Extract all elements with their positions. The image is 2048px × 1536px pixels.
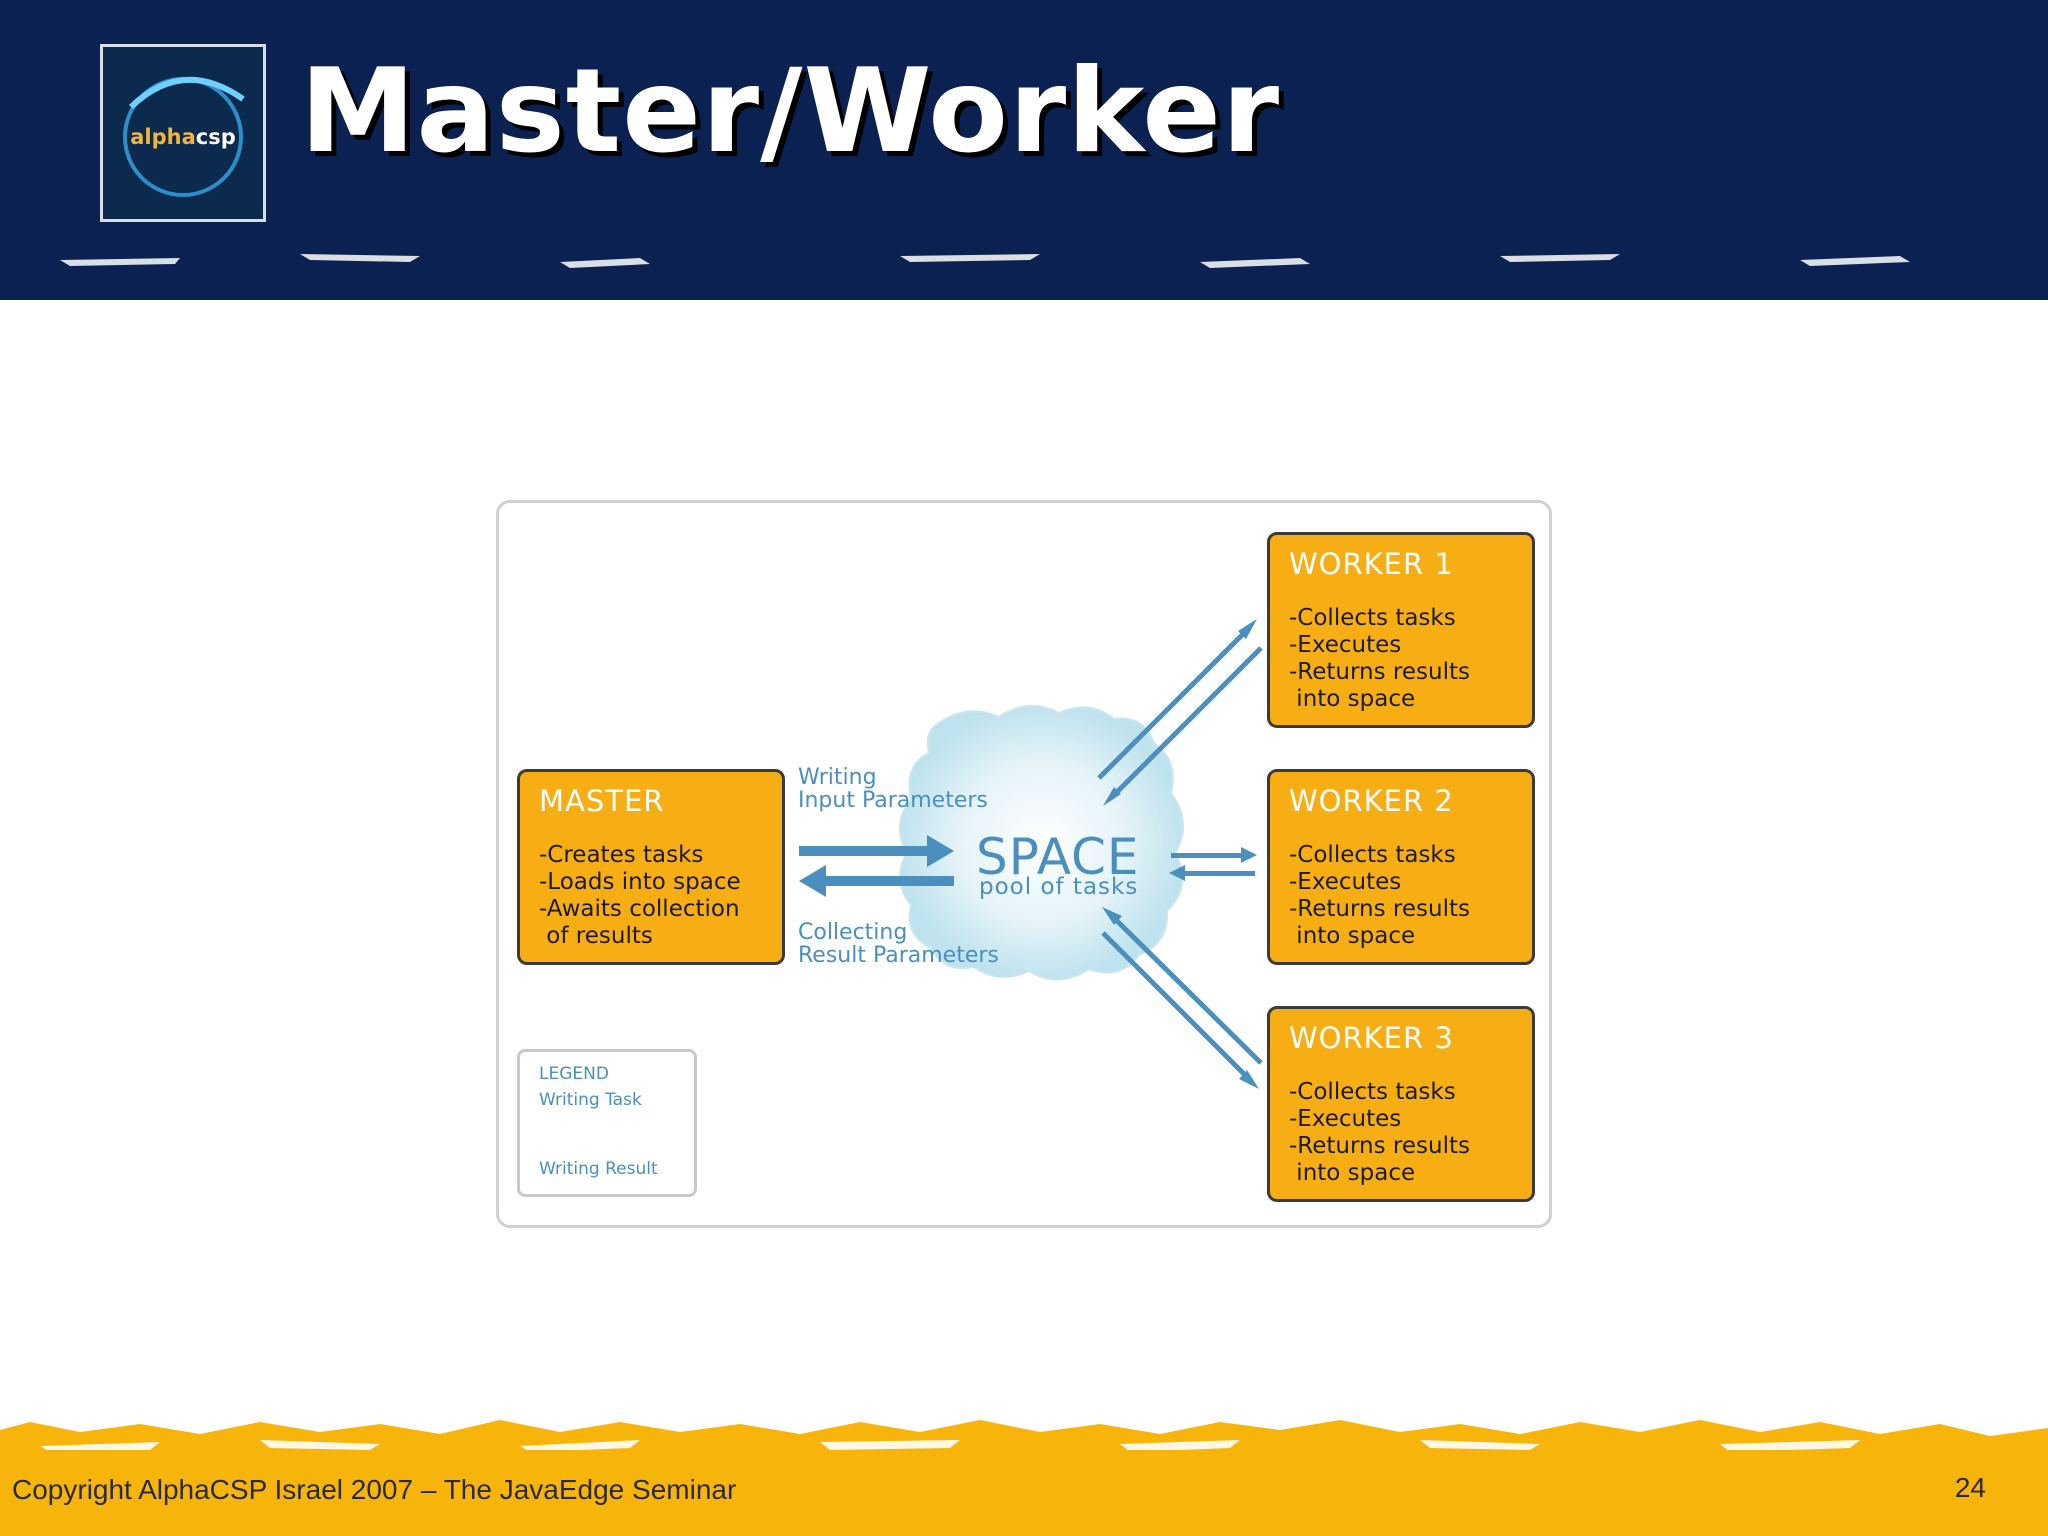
master-space-arrows <box>799 835 954 897</box>
legend-result-label: Writing Result <box>539 1159 658 1179</box>
svg-text:alphacsp: alphacsp <box>130 125 236 149</box>
copyright-text: Copyright AlphaCSP Israel 2007 – The Jav… <box>12 1474 737 1505</box>
worker-2-box: WORKER 2 -Collects tasks -Executes -Retu… <box>1267 769 1535 965</box>
worker-1-title: WORKER 1 <box>1289 547 1454 581</box>
worker-2-title: WORKER 2 <box>1289 784 1454 818</box>
master-box: MASTER -Creates tasks -Loads into space … <box>517 769 785 965</box>
space-worker2-arrows <box>1169 847 1257 881</box>
space-title: SPACE <box>976 828 1140 886</box>
logo-graphic: alphacsp <box>103 47 263 219</box>
space-subtitle: pool of tasks <box>979 874 1139 900</box>
worker-2-duties: -Collects tasks -Executes -Returns resul… <box>1289 842 1470 949</box>
collecting-result-label: Collecting Result Parameters <box>798 920 999 968</box>
worker-1-duties: -Collects tasks -Executes -Returns resul… <box>1289 605 1470 712</box>
diagram-graphics <box>537 619 1263 1155</box>
space-worker1-arrows <box>1097 619 1263 806</box>
worker-3-duties: -Collects tasks -Executes -Returns resul… <box>1289 1079 1470 1186</box>
worker-1-box: WORKER 1 -Collects tasks -Executes -Retu… <box>1267 532 1535 728</box>
logo-text-alpha: alpha <box>130 125 196 149</box>
legend-task-label: Writing Task <box>539 1090 642 1110</box>
master-worker-diagram: MASTER -Creates tasks -Loads into space … <box>496 500 1552 1228</box>
header-torn-edge <box>0 240 2048 290</box>
master-duties: -Creates tasks -Loads into space -Awaits… <box>539 842 741 949</box>
worker-3-title: WORKER 3 <box>1289 1021 1454 1055</box>
slide-title: Master/Worker <box>300 44 1281 179</box>
legend-title: LEGEND <box>539 1064 609 1084</box>
writing-input-label: Writing Input Parameters <box>798 765 988 813</box>
slide-footer <box>0 1450 2048 1536</box>
page-number: 24 <box>1954 1472 1986 1503</box>
logo-text-csp: csp <box>196 125 236 149</box>
legend-box: LEGEND Writing Task Writing Result <box>517 1049 697 1197</box>
master-title: MASTER <box>539 784 665 818</box>
worker-3-box: WORKER 3 -Collects tasks -Executes -Retu… <box>1267 1006 1535 1202</box>
space-worker3-arrows <box>1101 907 1263 1089</box>
alphacsp-logo: alphacsp <box>100 44 266 222</box>
